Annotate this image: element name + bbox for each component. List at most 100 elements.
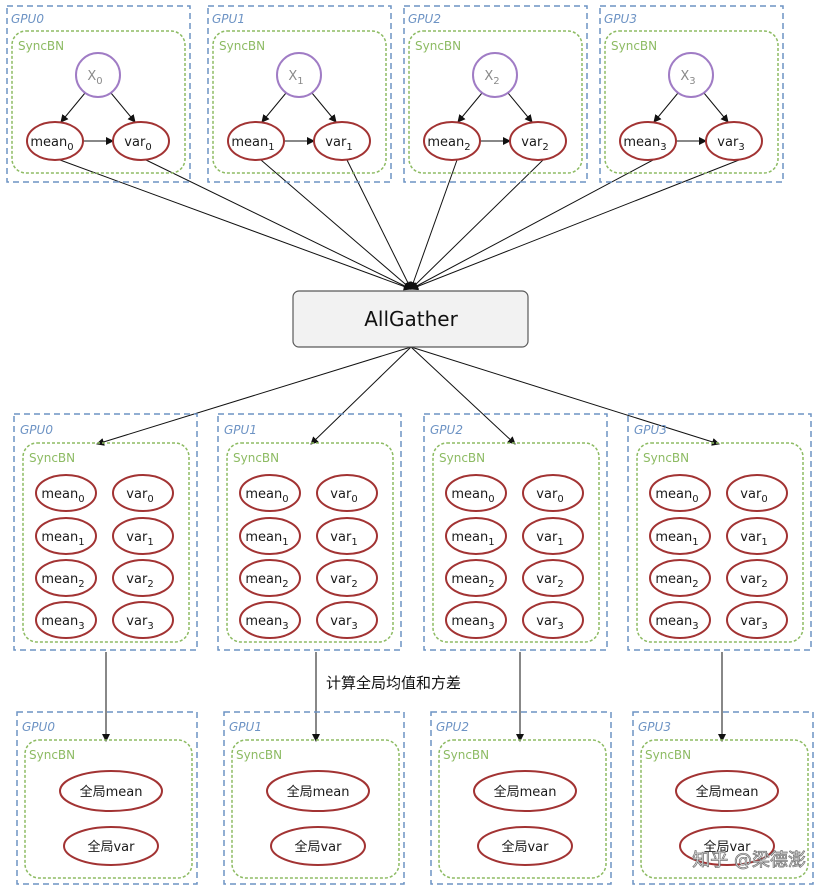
top-var-node-2 xyxy=(509,121,567,161)
middle-mean-label-0-1: mean1 xyxy=(41,530,84,548)
middle-gpu-box-0 xyxy=(13,413,198,651)
middle-syncbn-box-0 xyxy=(22,442,190,643)
bottom-gpu-box-1 xyxy=(223,711,405,885)
edge-x-mean-2 xyxy=(457,92,483,123)
top-gpu-label-2: GPU2 xyxy=(408,12,441,26)
global-var-node-0 xyxy=(63,826,159,866)
middle-mean-label-2-3-subscript: 3 xyxy=(488,621,494,632)
bottom-gpu-label-1: GPU1 xyxy=(229,720,262,734)
middle-var-label-2-1-subscript: 1 xyxy=(557,537,563,548)
middle-mean-label-2-2: mean2 xyxy=(451,572,494,590)
middle-var-label-0-2-subscript: 2 xyxy=(147,579,153,590)
global-var-node-2 xyxy=(477,826,573,866)
middle-var-node-1-1 xyxy=(316,517,378,555)
bottom-gpu-box-3 xyxy=(632,711,814,885)
top-var-label-0-base: var xyxy=(124,135,146,150)
middle-var-label-0-1: var1 xyxy=(126,530,153,548)
middle-mean-node-2-2 xyxy=(445,559,507,597)
middle-mean-node-1-3 xyxy=(239,601,301,639)
middle-mean-label-3-3-subscript: 3 xyxy=(692,621,698,632)
global-mean-node-0 xyxy=(59,770,163,812)
top-mean-label-1: mean1 xyxy=(231,135,274,153)
top-x-label-0-subscript: 0 xyxy=(96,76,102,87)
middle-var-label-2-1: var1 xyxy=(536,530,563,548)
middle-mean-node-0-3 xyxy=(35,601,97,639)
top-syncbn-box-1 xyxy=(212,30,387,174)
middle-mean-label-0-3: mean3 xyxy=(41,614,84,632)
top-syncbn-box-0 xyxy=(11,30,186,174)
edge-x-var-3 xyxy=(703,92,729,123)
middle-mean-label-2-0-base: mean xyxy=(451,487,488,502)
middle-var-label-3-0-base: var xyxy=(740,487,762,502)
middle-var-node-2-1 xyxy=(522,517,584,555)
middle-var-label-3-3-base: var xyxy=(740,614,762,629)
middle-var-node-2-0 xyxy=(522,474,584,512)
top-syncbn-label-2: SyncBN xyxy=(415,39,461,53)
middle-var-label-2-2-subscript: 2 xyxy=(557,579,563,590)
middle-mean-node-3-2 xyxy=(649,559,711,597)
bottom-gpu-label-3: GPU3 xyxy=(638,720,671,734)
bottom-syncbn-box-1 xyxy=(231,739,400,879)
middle-var-node-1-3 xyxy=(316,601,378,639)
middle-var-node-0-3 xyxy=(112,601,174,639)
middle-var-label-0-0-subscript: 0 xyxy=(147,494,153,505)
top-mean-label-1-base: mean xyxy=(231,135,268,150)
top-mean-node-1 xyxy=(227,121,285,161)
top-mean-node-3 xyxy=(619,121,677,161)
bottom-syncbn-box-0 xyxy=(24,739,193,879)
middle-mean-label-1-1: mean1 xyxy=(245,530,288,548)
middle-mean-label-3-0-base: mean xyxy=(655,487,692,502)
top-gpu-box-2 xyxy=(403,5,588,183)
middle-syncbn-label-2: SyncBN xyxy=(439,451,485,465)
top-var-label-1-base: var xyxy=(325,135,347,150)
top-x-node-1 xyxy=(276,52,322,98)
middle-mean-label-3-0: mean0 xyxy=(655,487,698,505)
top-mean-label-3-subscript: 3 xyxy=(660,142,666,153)
middle-mean-label-1-1-subscript: 1 xyxy=(282,537,288,548)
middle-mean-label-1-0-subscript: 0 xyxy=(282,494,288,505)
middle-mean-label-1-2-subscript: 2 xyxy=(282,579,288,590)
top-syncbn-label-3: SyncBN xyxy=(611,39,657,53)
global-mean-node-1 xyxy=(266,770,370,812)
allgather-label: AllGather xyxy=(364,307,458,331)
middle-mean-label-1-3-subscript: 3 xyxy=(282,621,288,632)
middle-mean-label-0-2-base: mean xyxy=(41,572,78,587)
top-x-label-1-base: X xyxy=(288,69,297,84)
global-mean-label-1: 全局mean xyxy=(287,784,350,800)
bottom-syncbn-label-3: SyncBN xyxy=(645,748,691,762)
bottom-gpu-box-2 xyxy=(430,711,612,885)
middle-mean-label-0-1-subscript: 1 xyxy=(78,537,84,548)
middle-var-node-3-1 xyxy=(726,517,788,555)
middle-var-label-2-2-base: var xyxy=(536,572,558,587)
top-var-label-0-subscript: 0 xyxy=(145,142,151,153)
middle-mean-node-2-0 xyxy=(445,474,507,512)
global-mean-label-3: 全局mean xyxy=(696,784,759,800)
middle-var-label-3-2: var2 xyxy=(740,572,767,590)
edge-allgather-gpu-0 xyxy=(96,346,412,446)
bottom-syncbn-label-0: SyncBN xyxy=(29,748,75,762)
middle-var-node-3-3 xyxy=(726,601,788,639)
middle-var-label-0-2-base: var xyxy=(126,572,148,587)
middle-mean-node-3-3 xyxy=(649,601,711,639)
middle-mean-node-0-1 xyxy=(35,517,97,555)
edge-var-allgather-0 xyxy=(145,159,412,290)
middle-var-label-2-3-subscript: 3 xyxy=(557,621,563,632)
middle-mean-label-2-3: mean3 xyxy=(451,614,494,632)
top-mean-label-0-subscript: 0 xyxy=(67,142,73,153)
middle-mean-node-3-0 xyxy=(649,474,711,512)
top-mean-label-0-base: mean xyxy=(30,135,67,150)
top-syncbn-box-2 xyxy=(408,30,583,174)
middle-var-label-0-1-subscript: 1 xyxy=(147,537,153,548)
edge-mean-allgather-3 xyxy=(410,159,654,290)
middle-var-node-3-2 xyxy=(726,559,788,597)
middle-mean-node-0-0 xyxy=(35,474,97,512)
top-x-label-0-base: X xyxy=(87,69,96,84)
edge-x-mean-0 xyxy=(60,92,86,123)
edge-mean-allgather-2 xyxy=(409,159,458,290)
middle-mean-label-3-1-subscript: 1 xyxy=(692,537,698,548)
top-mean-node-2 xyxy=(423,121,481,161)
top-syncbn-label-0: SyncBN xyxy=(18,39,64,53)
top-var-label-3-base: var xyxy=(717,135,739,150)
middle-var-label-1-0-base: var xyxy=(330,487,352,502)
top-gpu-label-3: GPU3 xyxy=(604,12,637,26)
